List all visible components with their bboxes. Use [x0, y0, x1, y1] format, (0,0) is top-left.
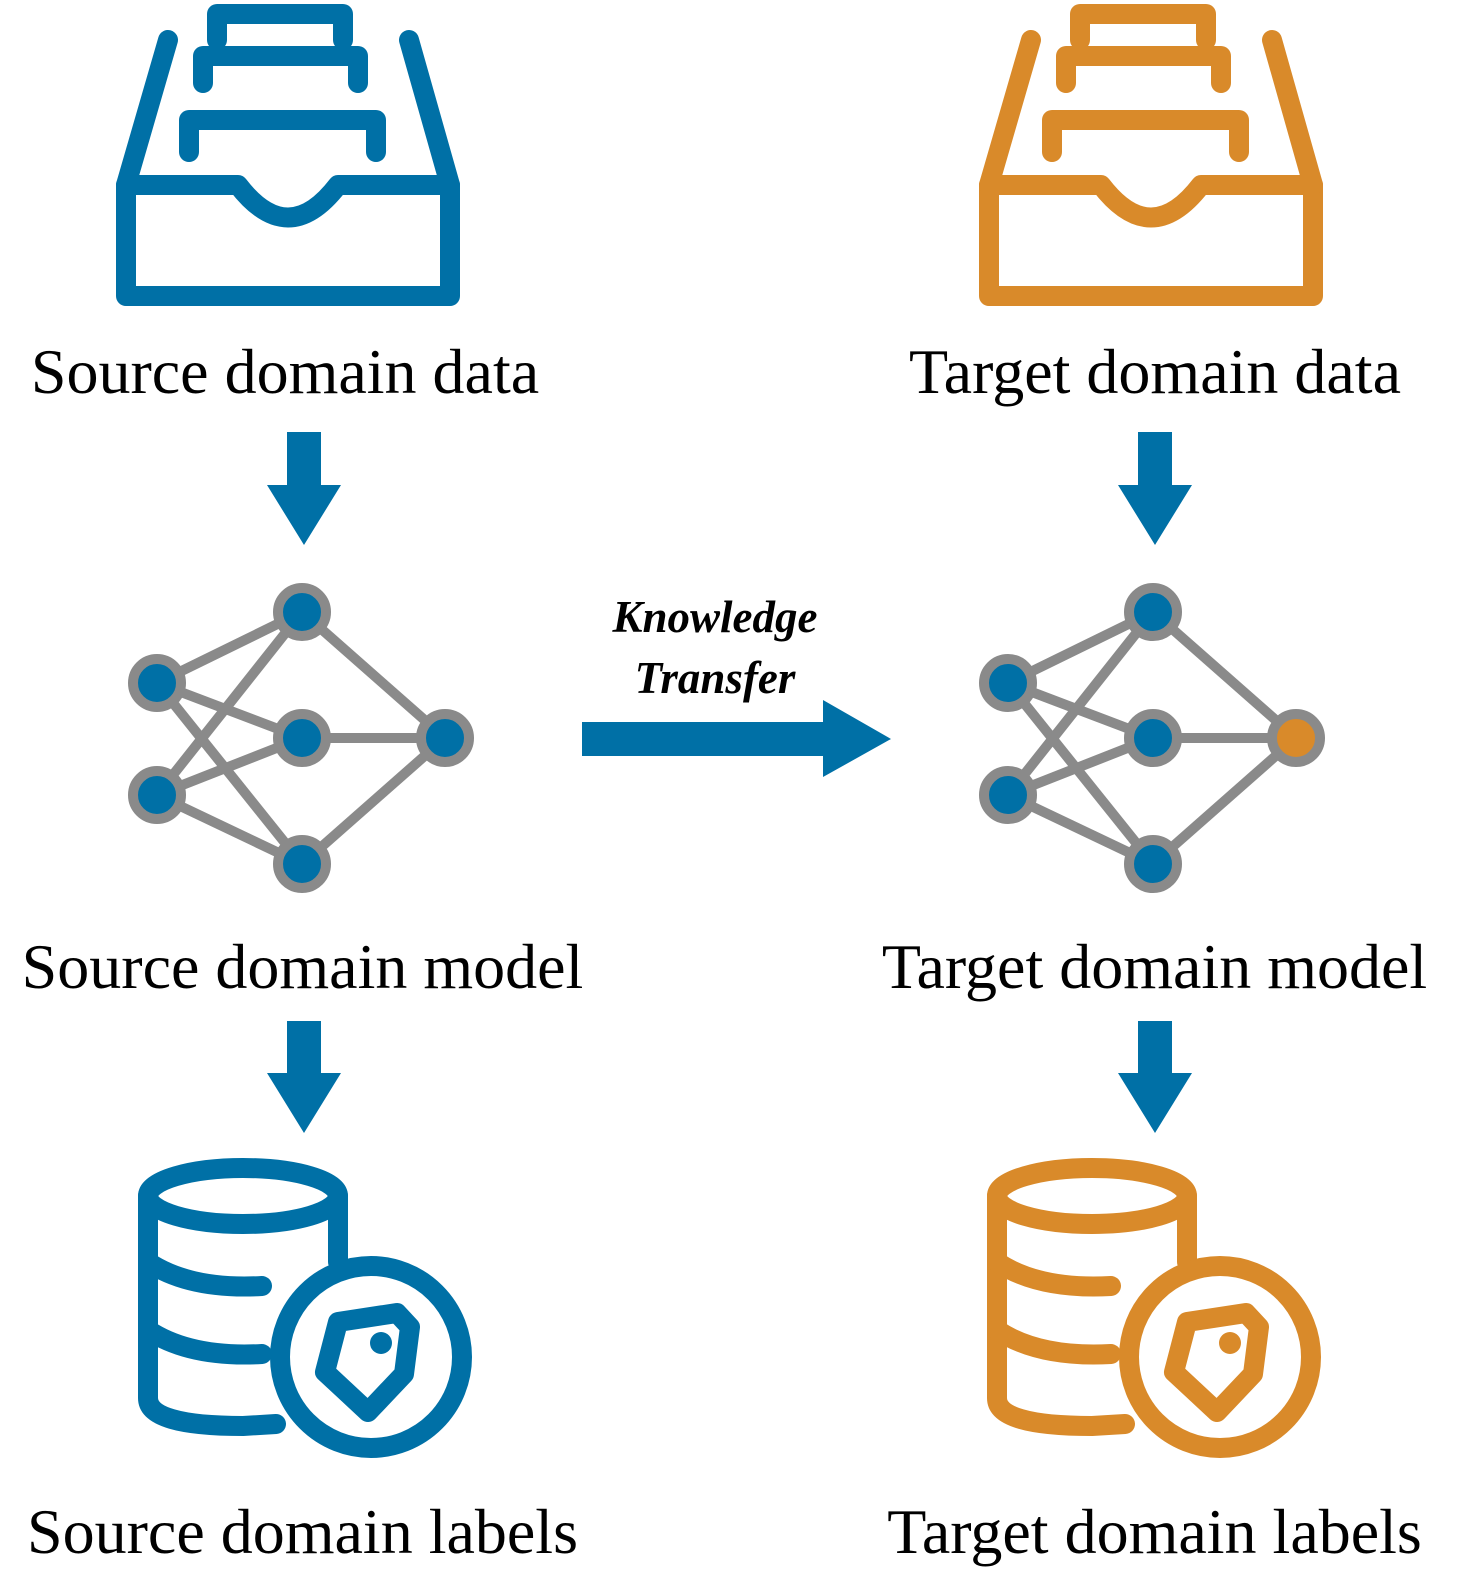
target-network-node	[1124, 709, 1182, 767]
target-down-arrow-2	[1118, 1021, 1192, 1133]
target-network-edge	[1149, 608, 1300, 742]
knowledge-transfer-line2: Transfer	[634, 653, 796, 703]
source-down-arrow-1	[267, 432, 341, 545]
target-down-arrow-1	[1118, 432, 1192, 545]
target-network-node	[979, 654, 1037, 712]
source-network-output-node	[416, 709, 474, 767]
source-tag-hole	[370, 1332, 392, 1354]
source-network-node	[273, 583, 331, 641]
target-network-node	[979, 766, 1037, 824]
source-network-node	[128, 766, 186, 824]
source-labels-label: Source domain labels	[27, 1496, 578, 1567]
source-network-edge	[153, 679, 306, 868]
source-network-edge	[153, 608, 306, 799]
source-model-label: Source domain model	[21, 931, 584, 1002]
target-labels-database-tag-icon	[997, 1168, 1311, 1448]
target-network-output-node	[1267, 709, 1325, 767]
target-network-edge	[1004, 679, 1157, 868]
target-network-edge	[1149, 734, 1300, 868]
source-network-node	[273, 709, 331, 767]
target-tag-hole	[1219, 1332, 1241, 1354]
source-labels-database-tag-icon	[148, 1168, 462, 1448]
source-down-arrow-2	[267, 1021, 341, 1133]
source-network-edge	[298, 734, 449, 868]
target-data-label: Target domain data	[909, 336, 1401, 407]
knowledge-transfer-line1: Knowledge	[612, 592, 818, 642]
source-data-label: Source domain data	[30, 336, 540, 407]
target-network-node	[1124, 835, 1182, 893]
source-network-node	[128, 654, 186, 712]
knowledge-transfer-arrow	[582, 700, 891, 777]
target-data-inbox-icon	[989, 14, 1313, 296]
target-network-node	[1124, 583, 1182, 641]
target-model-label: Target domain model	[881, 931, 1428, 1002]
source-model-network-icon	[128, 583, 474, 893]
source-data-inbox-icon	[126, 14, 450, 296]
source-network-node	[273, 835, 331, 893]
source-network-edge	[298, 608, 449, 742]
target-labels-label: Target domain labels	[887, 1496, 1422, 1567]
target-network-edge	[1004, 608, 1157, 799]
target-model-network-icon	[979, 583, 1325, 893]
